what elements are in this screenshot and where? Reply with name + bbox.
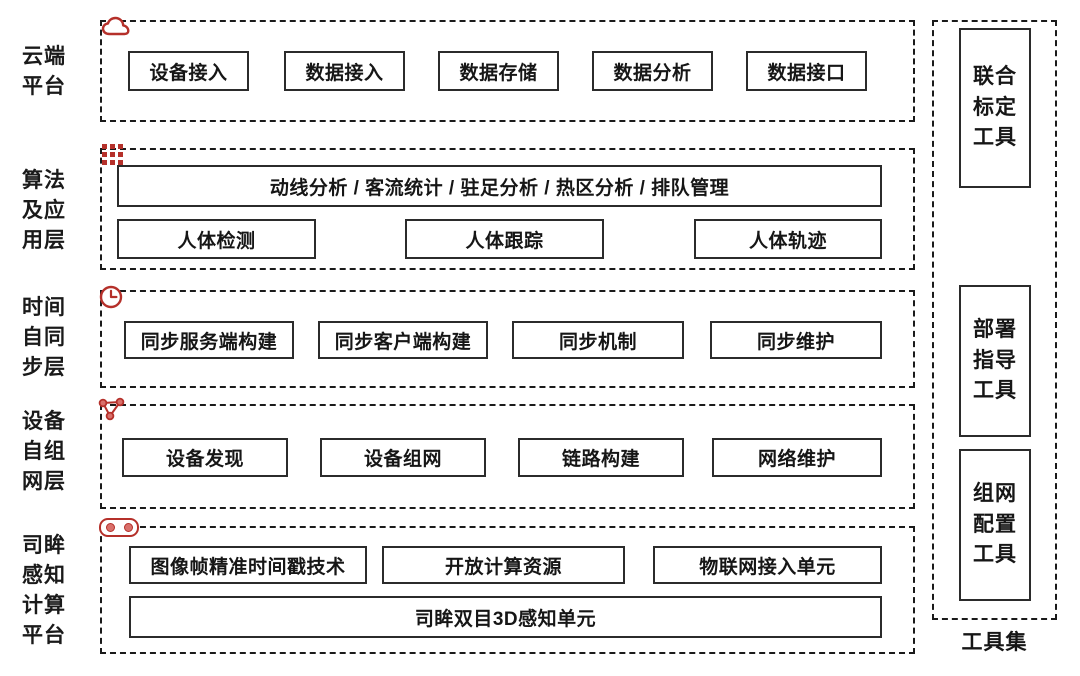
tool-label-line: 联合 — [973, 65, 1017, 89]
node-iot-access-unit[interactable]: 物联网接入单元 — [653, 546, 882, 584]
layer-label-line: 及应 — [22, 199, 66, 223]
node-device-discovery[interactable]: 设备发现 — [122, 438, 288, 477]
node-data-interface[interactable]: 数据接口 — [746, 51, 867, 91]
tool-label-line: 标定 — [973, 95, 1017, 119]
tool-label-line: 配置 — [973, 512, 1017, 536]
tools-panel-caption: 工具集 — [961, 631, 1028, 654]
node-network-maintenance[interactable]: 网络维护 — [712, 438, 882, 477]
layer-label-line: 云端 — [22, 45, 66, 69]
node-sync-server-build[interactable]: 同步服务端构建 — [124, 321, 294, 359]
layer-label-simou-perception-computing-platform: 司眸 感知 计算 平台 — [22, 522, 92, 660]
tool-label-line: 工具 — [973, 126, 1017, 150]
tool-label-line: 工具 — [973, 543, 1017, 567]
layer-label-time-self-sync-layer: 时间 自同 步层 — [22, 288, 92, 388]
tool-label-line: 组网 — [973, 482, 1017, 506]
layer-label-line: 平台 — [22, 623, 66, 647]
tool-label-line: 工具 — [973, 379, 1017, 403]
layer-label-line: 网层 — [22, 469, 66, 493]
node-sync-maintenance[interactable]: 同步维护 — [710, 321, 882, 359]
node-human-trajectory[interactable]: 人体轨迹 — [694, 219, 882, 259]
tool-box-joint-calibration[interactable]: 联合 标定 工具 — [959, 28, 1031, 188]
tool-box-network-configuration[interactable]: 组网 配置 工具 — [959, 449, 1031, 601]
layer-label-line: 自组 — [22, 440, 66, 464]
layer-label-line: 时间 — [22, 296, 66, 320]
layer-label-cloud-platform: 云端 平台 — [22, 22, 92, 122]
layer-label-line: 设备 — [22, 410, 66, 434]
node-data-analysis[interactable]: 数据分析 — [592, 51, 713, 91]
layer-label-line: 计算 — [22, 594, 66, 617]
layer-label-line: 司眸 — [22, 534, 66, 558]
layer-label-line: 感知 — [22, 564, 66, 588]
tool-label-line: 部署 — [973, 318, 1017, 342]
node-behavior-analytics-suite[interactable]: 动线分析 / 客流统计 / 驻足分析 / 热区分析 / 排队管理 — [117, 165, 882, 207]
layer-label-line: 平台 — [22, 75, 66, 98]
node-sync-client-build[interactable]: 同步客户端构建 — [318, 321, 488, 359]
node-data-storage[interactable]: 数据存储 — [438, 51, 559, 91]
tool-box-deployment-guide[interactable]: 部署 指导 工具 — [959, 285, 1031, 437]
node-device-access[interactable]: 设备接入 — [128, 51, 249, 91]
node-simou-binocular-3d-perception-unit[interactable]: 司眸双目3D感知单元 — [129, 596, 882, 638]
layer-label-algorithm-application-layer: 算法 及应 用层 — [22, 152, 92, 270]
node-image-frame-timestamp-tech[interactable]: 图像帧精准时间戳技术 — [129, 546, 367, 584]
layer-label-line: 用层 — [22, 228, 66, 252]
layer-label-line: 算法 — [22, 169, 66, 193]
node-data-access[interactable]: 数据接入 — [284, 51, 405, 91]
node-human-tracking[interactable]: 人体跟踪 — [405, 219, 604, 259]
layer-label-line: 步层 — [22, 355, 66, 379]
layer-label-device-self-networking-layer: 设备 自组 网层 — [22, 402, 92, 502]
tool-label-line: 指导 — [973, 348, 1017, 372]
node-human-detection[interactable]: 人体检测 — [117, 219, 316, 259]
node-open-compute-resource[interactable]: 开放计算资源 — [382, 546, 625, 584]
node-device-networking[interactable]: 设备组网 — [320, 438, 486, 477]
layer-label-line: 自同 — [22, 326, 66, 350]
node-sync-mechanism[interactable]: 同步机制 — [512, 321, 684, 359]
node-link-establishment[interactable]: 链路构建 — [518, 438, 684, 477]
